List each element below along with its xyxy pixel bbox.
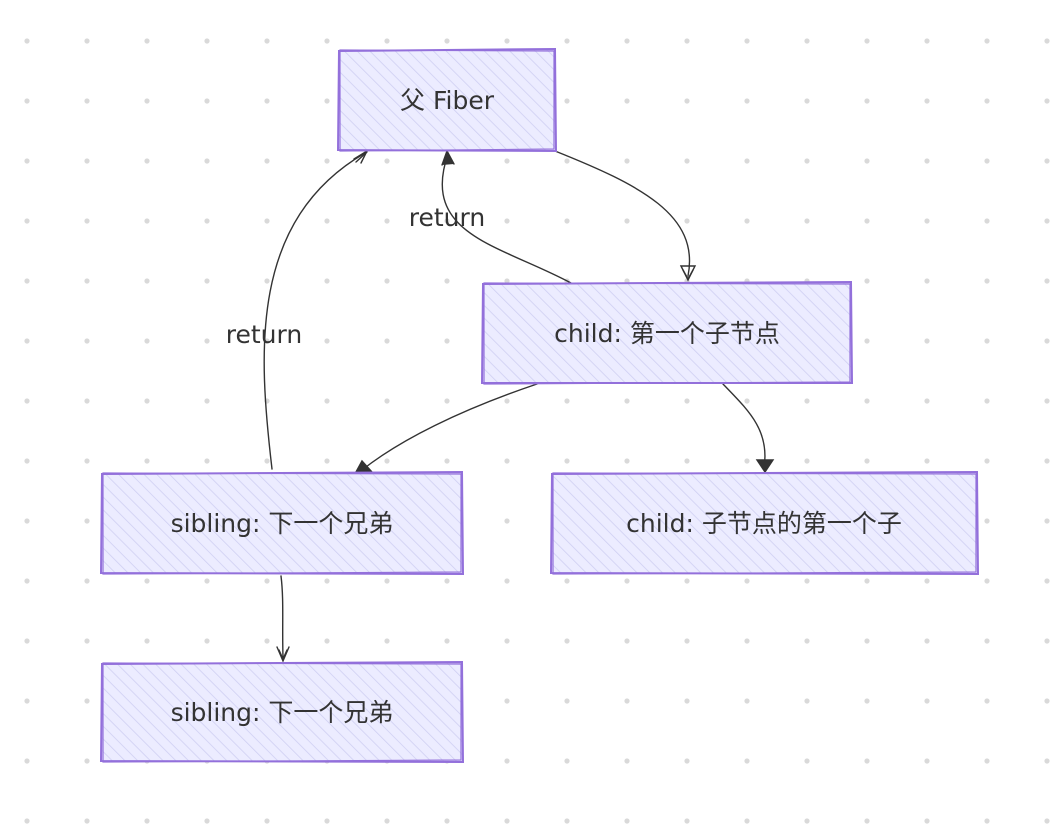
node-grandchild: child: 子节点的第一个子 <box>549 470 980 576</box>
node-sibling-second-label: sibling: 下一个兄弟 <box>171 698 394 727</box>
node-sibling-first: sibling: 下一个兄弟 <box>99 470 465 576</box>
node-child-label: child: 第一个子节点 <box>554 319 780 348</box>
node-parent-label: 父 Fiber <box>400 86 495 115</box>
edge-child-return-label: return <box>409 203 485 232</box>
node-sibling-first-label: sibling: 下一个兄弟 <box>171 509 394 538</box>
node-child: child: 第一个子节点 <box>480 280 854 385</box>
edges <box>263 149 775 663</box>
node-parent-fiber: 父 Fiber <box>336 47 558 153</box>
node-grandchild-label: child: 子节点的第一个子 <box>626 509 902 538</box>
edge-sibling-return-label: return <box>226 320 302 349</box>
edge-sibling-to-next-sibling <box>276 575 290 663</box>
edge-child-to-grandchild <box>722 383 775 474</box>
edge-parent-to-child <box>554 150 697 282</box>
node-sibling-second: sibling: 下一个兄弟 <box>99 660 465 764</box>
